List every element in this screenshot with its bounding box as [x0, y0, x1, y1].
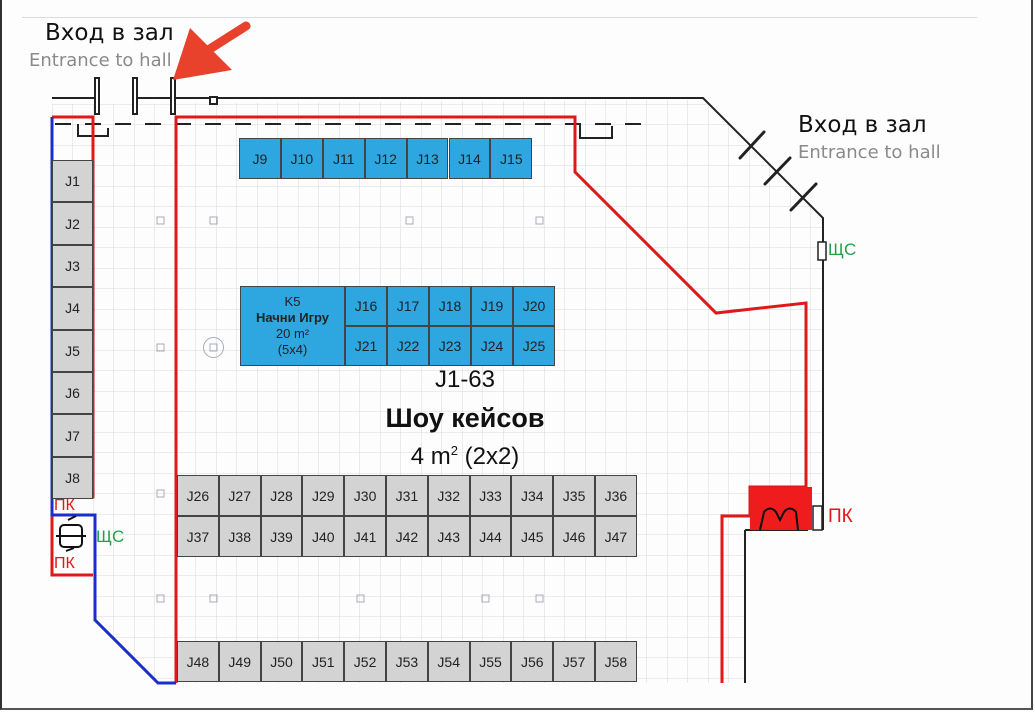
booth-j10[interactable]: J10	[280, 138, 323, 179]
booth-j40[interactable]: J40	[302, 516, 345, 557]
electrical-panel-label-left: ЩС	[96, 527, 125, 546]
booth-j32[interactable]: J32	[427, 475, 470, 516]
zone-area: 4 m2 (2x2)	[360, 443, 570, 471]
booth-j35[interactable]: J35	[553, 475, 595, 516]
zone-area-value: 4 m	[410, 443, 451, 470]
booth-j54[interactable]: J54	[427, 641, 470, 682]
booth-j28[interactable]: J28	[260, 475, 303, 516]
booth-j43[interactable]: J43	[427, 516, 470, 557]
booth-j13[interactable]: J13	[406, 138, 449, 179]
fire-hydrant-label-left-1: ПК	[54, 497, 75, 514]
hydrant-box-right	[812, 505, 823, 531]
booth-j57[interactable]: J57	[553, 641, 595, 682]
fire-hydrant-label-right: ПК	[828, 506, 853, 527]
booth-j9[interactable]: J9	[239, 138, 281, 179]
entrance-label-en-2: Entrance to hall	[798, 142, 941, 163]
booth-j39[interactable]: J39	[260, 516, 303, 557]
zone-range: J1-63	[434, 366, 496, 393]
k5-name: Начни Игру	[255, 310, 330, 325]
booth-j50[interactable]: J50	[260, 641, 303, 682]
booth-j41[interactable]: J41	[344, 516, 386, 557]
electrical-panel-box-right	[817, 241, 827, 261]
booth-j56[interactable]: J56	[511, 641, 554, 682]
booth-j6[interactable]: J6	[52, 372, 93, 415]
booth-j22[interactable]: J22	[387, 326, 429, 366]
booth-j24[interactable]: J24	[471, 326, 513, 366]
booth-j17[interactable]: J17	[387, 286, 429, 326]
booth-j21[interactable]: J21	[345, 326, 387, 366]
booth-j27[interactable]: J27	[218, 475, 261, 516]
booth-j34[interactable]: J34	[511, 475, 554, 516]
dashed-bracket-right	[579, 124, 613, 139]
zone-size: (2x2)	[457, 443, 520, 470]
door-marks-right	[738, 130, 818, 212]
booth-k5[interactable]: K5 Начни Игру 20 m² (5x4)	[240, 286, 345, 366]
booth-j12[interactable]: J12	[364, 138, 407, 179]
booth-j14[interactable]: J14	[448, 138, 491, 179]
booth-j26[interactable]: J26	[177, 475, 219, 516]
hall-wall	[52, 97, 824, 683]
booth-j45[interactable]: J45	[511, 516, 554, 557]
entrance-label-ru-2: Вход в зал	[798, 112, 927, 138]
booth-j46[interactable]: J46	[553, 516, 595, 557]
booth-j48[interactable]: J48	[177, 641, 219, 682]
k5-area: 20 m²	[275, 326, 310, 341]
booth-j47[interactable]: J47	[595, 516, 637, 557]
booth-j52[interactable]: J52	[344, 641, 386, 682]
entrance-label-ru-1: Вход в зал	[45, 20, 174, 46]
booth-j58[interactable]: J58	[595, 641, 637, 682]
top-divider	[22, 17, 977, 18]
booth-j19[interactable]: J19	[471, 286, 513, 326]
booth-j55[interactable]: J55	[469, 641, 512, 682]
booth-j29[interactable]: J29	[302, 475, 345, 516]
zone-area-sup: 2	[450, 443, 458, 458]
fire-hydrant-label-left-2: ПК	[54, 555, 75, 572]
booth-j49[interactable]: J49	[218, 641, 261, 682]
booth-j53[interactable]: J53	[386, 641, 428, 682]
booth-j51[interactable]: J51	[302, 641, 345, 682]
booth-j16[interactable]: J16	[345, 286, 387, 326]
fire-hydrant-block	[750, 487, 812, 530]
booth-j3[interactable]: J3	[52, 244, 93, 288]
booth-j36[interactable]: J36	[595, 475, 637, 516]
booth-j20[interactable]: J20	[513, 286, 555, 326]
floor-fixtures	[156, 216, 544, 603]
booth-j31[interactable]: J31	[386, 475, 428, 516]
booth-j37[interactable]: J37	[177, 516, 219, 557]
booth-j8[interactable]: J8	[52, 456, 93, 500]
booth-j25[interactable]: J25	[513, 326, 555, 366]
grid	[52, 100, 823, 683]
door-marks-top	[94, 77, 218, 115]
booth-j42[interactable]: J42	[386, 516, 428, 557]
red-boundary	[174, 115, 808, 683]
booth-j30[interactable]: J30	[344, 475, 386, 516]
booth-j5[interactable]: J5	[52, 329, 93, 372]
hydrant-symbol	[759, 507, 799, 531]
fire-extinguisher-icon	[56, 515, 86, 552]
booth-j44[interactable]: J44	[469, 516, 512, 557]
booth-j7[interactable]: J7	[52, 414, 93, 457]
booth-j11[interactable]: J11	[322, 138, 365, 179]
red-boundary-small	[50, 515, 93, 577]
booth-j18[interactable]: J18	[429, 286, 471, 326]
booth-j4[interactable]: J4	[52, 287, 93, 330]
k5-size: (5x4)	[277, 342, 308, 357]
k5-code: K5	[284, 294, 301, 309]
entrance-arrow-icon	[173, 21, 251, 80]
booth-j2[interactable]: J2	[52, 202, 93, 245]
zone-title: Шоу кейсов	[385, 403, 545, 433]
booth-j15[interactable]: J15	[490, 138, 533, 179]
electrical-panel-label-right: ЩС	[828, 240, 857, 259]
booth-j38[interactable]: J38	[218, 516, 261, 557]
booth-j33[interactable]: J33	[469, 475, 512, 516]
booth-j1[interactable]: J1	[52, 160, 93, 203]
booth-j23[interactable]: J23	[429, 326, 471, 366]
entrance-label-en-1: Entrance to hall	[29, 50, 172, 71]
